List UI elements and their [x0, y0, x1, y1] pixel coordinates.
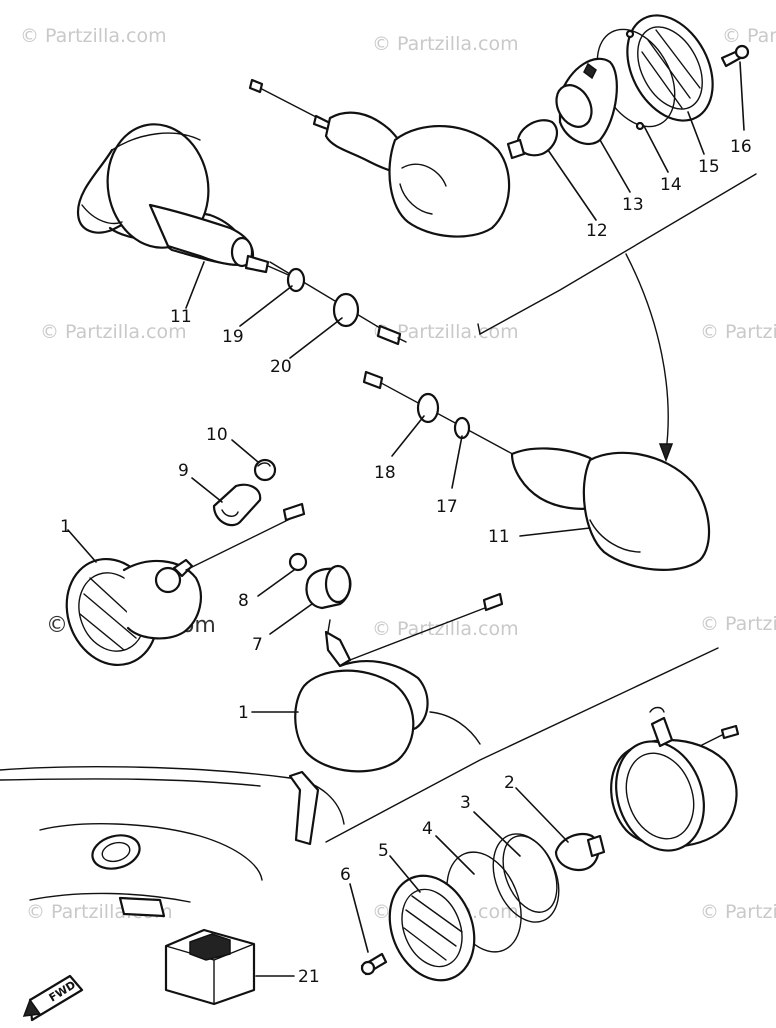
frame-section — [0, 766, 345, 918]
callout-2: 2 — [504, 773, 515, 793]
callout-11-middle-right: 11 — [488, 527, 510, 547]
flasher-relay — [164, 928, 256, 1006]
callout-20: 20 — [270, 357, 292, 377]
watermark: © Partzilla.com — [722, 25, 776, 47]
watermark-layer: © Partzilla.com © Partzilla.com © Partzi… — [20, 25, 776, 923]
turn-signal-housing-top-left — [76, 123, 301, 281]
group-boundary-top — [477, 173, 757, 463]
lens-assembly-bottom-right — [325, 647, 740, 982]
turn-signal-lens-middle-left — [65, 458, 306, 667]
turn-signal-housing-middle-right — [362, 370, 711, 571]
turn-signal-housing-top-middle — [248, 78, 511, 238]
callout-10: 10 — [206, 425, 228, 445]
callout-1-left: 1 — [60, 517, 71, 537]
callout-13: 13 — [622, 195, 644, 215]
turn-signal-housing-center — [288, 552, 504, 773]
callout-5: 5 — [378, 841, 389, 861]
watermark: © Partzilla.com — [20, 25, 167, 47]
callout-4: 4 — [422, 819, 433, 839]
callout-12: 12 — [586, 221, 608, 241]
callout-21: 21 — [298, 967, 320, 987]
callout-3: 3 — [460, 793, 471, 813]
watermark: © Partzilla.com — [372, 618, 519, 640]
callout-17: 17 — [436, 497, 458, 517]
watermark: © Partzilla.com — [40, 321, 187, 343]
callouts: 1 1 2 3 4 5 6 7 8 9 10 11 11 — [60, 61, 752, 987]
callout-14: 14 — [660, 175, 682, 195]
lens-assembly-top-right — [506, 14, 750, 160]
watermark: © Partzilla.com — [372, 321, 519, 343]
callout-16: 16 — [730, 137, 752, 157]
callout-6: 6 — [340, 865, 351, 885]
callout-1-center: 1 — [238, 703, 249, 723]
callout-8: 8 — [238, 591, 249, 611]
watermark: © Partzilla.com — [372, 33, 519, 55]
callout-11-top-left: 11 — [170, 307, 192, 327]
callout-15: 15 — [698, 157, 720, 177]
watermark: © Partzilla.com — [700, 613, 776, 635]
callout-7: 7 — [252, 635, 263, 655]
fwd-direction-marker: FWD — [22, 974, 84, 1022]
watermark: © Partzilla.com — [700, 901, 776, 923]
callout-18: 18 — [374, 463, 396, 483]
grommet-set-top — [269, 261, 407, 346]
callout-9: 9 — [178, 461, 189, 481]
watermark: © Partzilla.com — [700, 321, 776, 343]
callout-19: 19 — [222, 327, 244, 347]
